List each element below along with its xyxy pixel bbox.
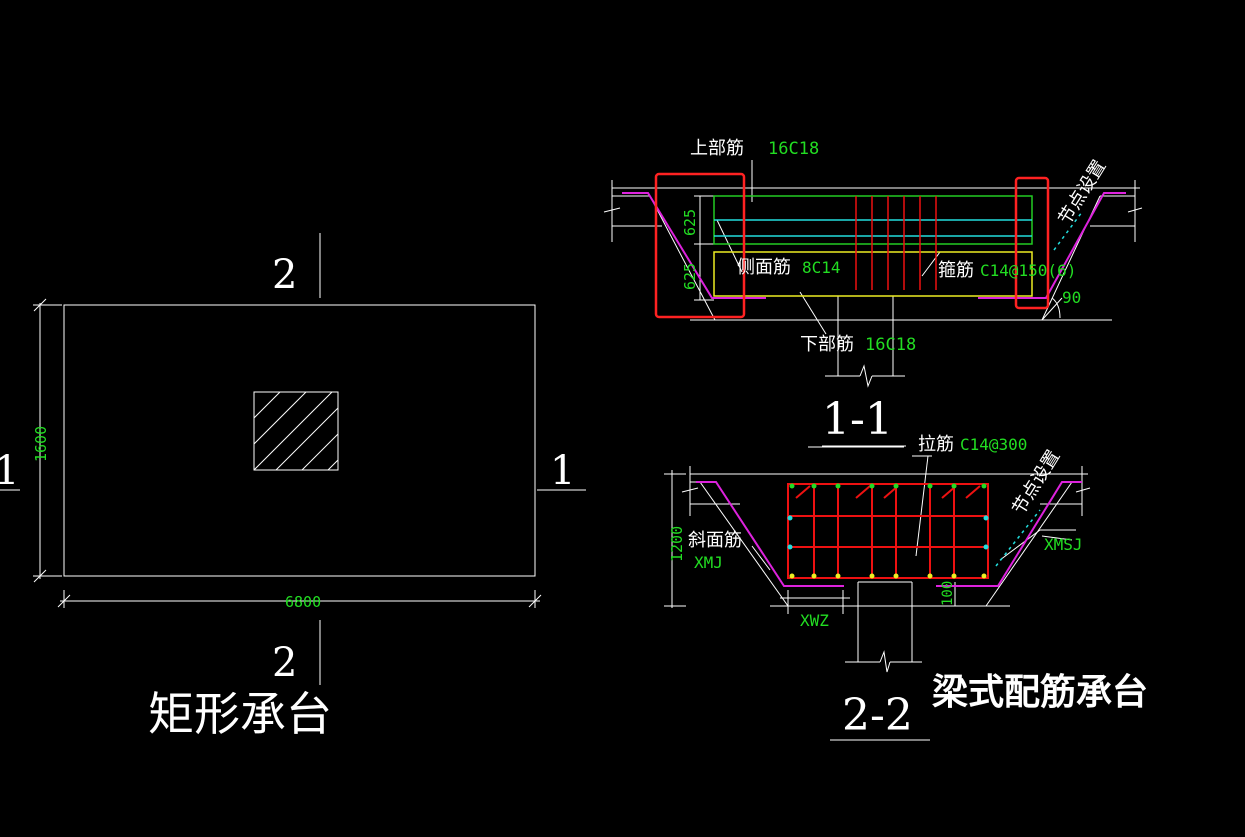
column-hatch bbox=[253, 391, 339, 471]
slope-dashed bbox=[995, 509, 1041, 567]
dim-lower-625: 625 bbox=[681, 263, 699, 290]
plan-view bbox=[0, 233, 586, 685]
plan-dim-width: 6800 bbox=[285, 593, 321, 611]
section-2-2-label: 2-2 bbox=[842, 690, 913, 741]
section-mark-2-top: 2 bbox=[272, 252, 297, 298]
section-mark-1-right: 1 bbox=[550, 448, 575, 494]
tie-bar-spec: C14@300 bbox=[960, 435, 1027, 454]
node-text-2-2: 节点设置 bbox=[1008, 446, 1064, 518]
bar-dots bbox=[787, 483, 989, 579]
section-2-2-outline bbox=[664, 446, 1091, 673]
stirrup-lower bbox=[713, 251, 1033, 297]
rebar-cage bbox=[787, 483, 989, 579]
side-bar-spec: 8C14 bbox=[802, 258, 841, 277]
slope-bar-code: XMJ bbox=[694, 553, 723, 572]
section-1-1-label: 1-1 bbox=[822, 394, 893, 445]
stirrup-verticals bbox=[855, 196, 937, 290]
slope-bar-left bbox=[696, 481, 844, 587]
section-2-2 bbox=[664, 446, 1091, 741]
tie-bar-name: 拉筋 bbox=[918, 434, 954, 455]
stirrup-name: 箍筋 bbox=[938, 260, 974, 281]
section-1-1 bbox=[603, 160, 1143, 447]
dim-upper-625: 625 bbox=[681, 209, 699, 236]
section-mark-2-bottom: 2 bbox=[272, 640, 297, 686]
plan-dim-height: 1600 bbox=[32, 426, 50, 462]
plan-title: 矩形承台 bbox=[148, 687, 332, 741]
highlight-left-box bbox=[654, 172, 746, 319]
column-outline bbox=[253, 391, 339, 471]
dim-small-100: 100 bbox=[940, 581, 956, 606]
caption: 梁式配筋承台 bbox=[932, 672, 1148, 713]
section-1-1-outline bbox=[603, 160, 1143, 388]
dim-height-1200: 1200 bbox=[668, 526, 686, 562]
slope-bar-code-right: XMSJ bbox=[1044, 535, 1083, 554]
highlight-right-box bbox=[1014, 176, 1050, 310]
side-bar-name: 侧面筋 bbox=[737, 257, 791, 278]
section-mark-1-left: 1 bbox=[0, 448, 19, 494]
bottom-code-xwz: XWZ bbox=[800, 611, 829, 630]
top-bar-name: 上部筋 bbox=[690, 138, 744, 159]
bottom-bar-spec: 16C18 bbox=[865, 335, 916, 355]
bottom-bar-name: 下部筋 bbox=[800, 334, 854, 355]
cyan-bars bbox=[714, 211, 1083, 251]
slope-bar-name: 斜面筋 bbox=[688, 530, 742, 551]
cap-outline bbox=[63, 304, 536, 577]
angle-90: 90 bbox=[1062, 288, 1081, 307]
slope-bar-right bbox=[936, 481, 1082, 587]
section-1-1-bent-bars bbox=[622, 192, 1126, 299]
node-text-1-1: 节点设置 bbox=[1054, 156, 1110, 228]
top-bar-spec: 16C18 bbox=[768, 139, 819, 159]
stirrup-spec: C14@150(6) bbox=[980, 261, 1076, 280]
